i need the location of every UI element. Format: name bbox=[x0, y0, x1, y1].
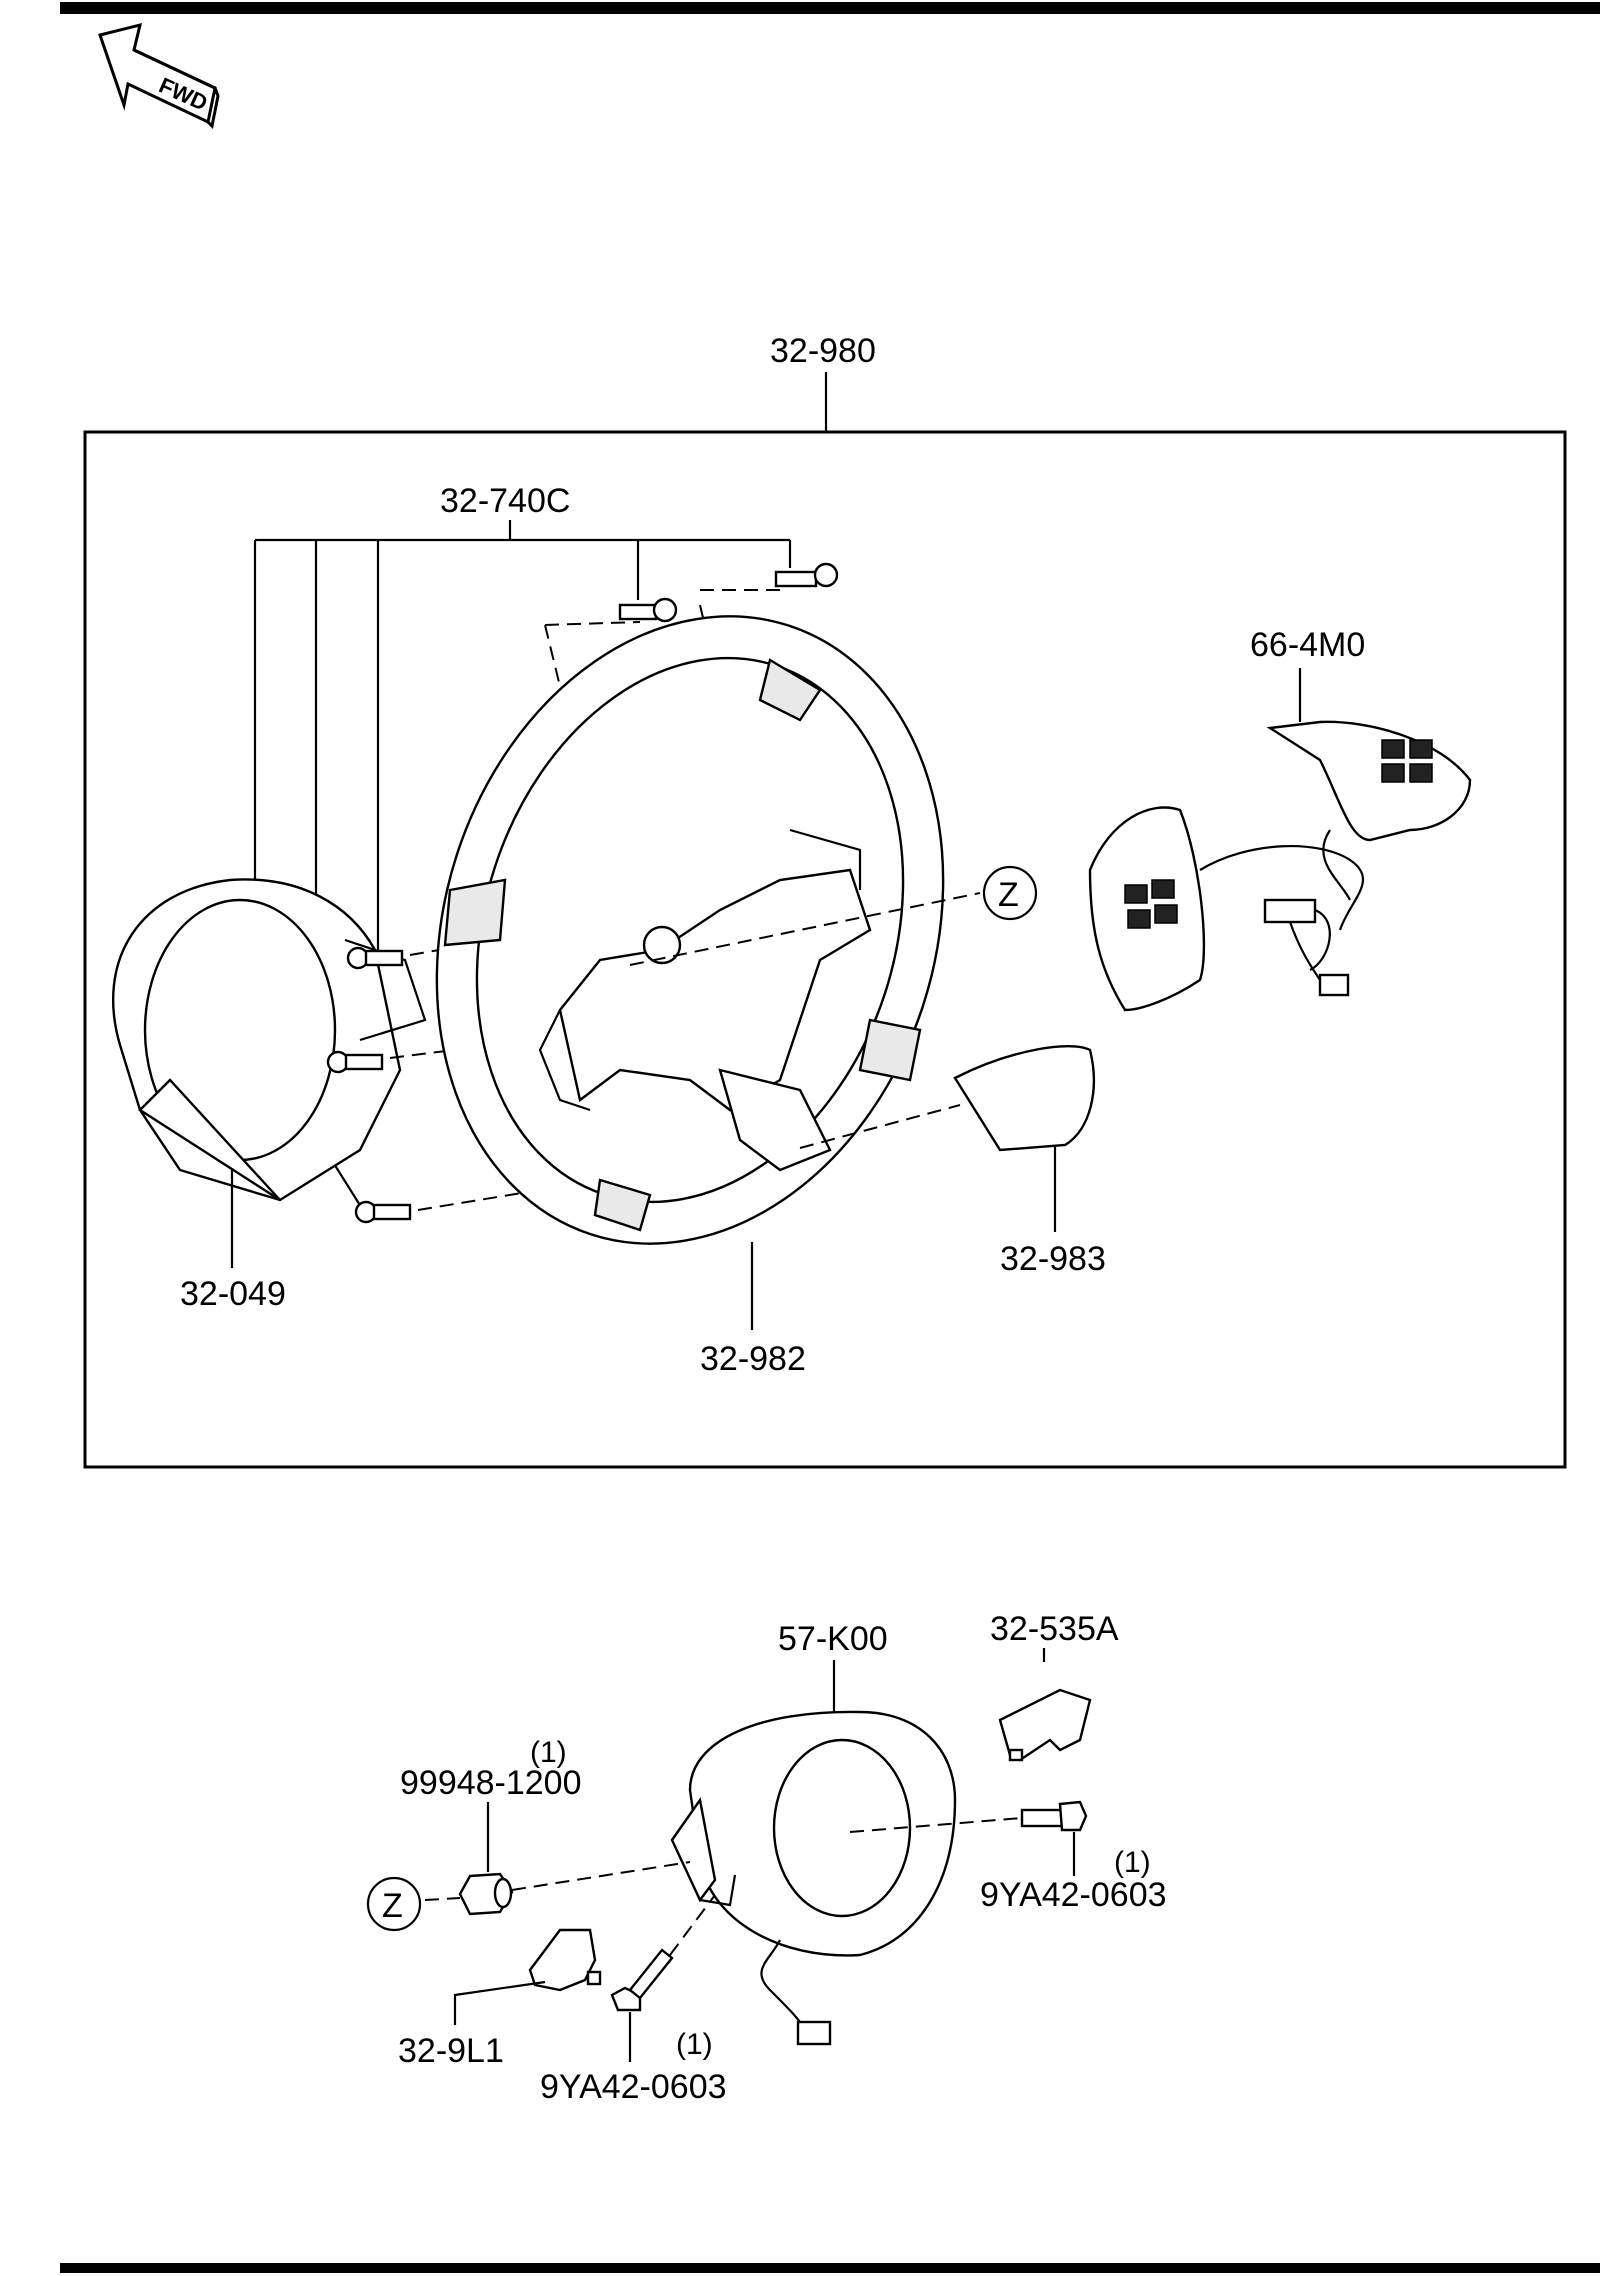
label-nut: 99948-1200 bbox=[400, 1764, 582, 1802]
lower-cover-part bbox=[953, 1045, 1096, 1152]
assembly-box bbox=[83, 430, 1567, 1469]
pad-cover-part bbox=[111, 878, 427, 1202]
svg-text:Z: Z bbox=[998, 876, 1019, 914]
screw-left-2 bbox=[326, 1050, 384, 1074]
screw-top-1 bbox=[618, 597, 678, 623]
fwd-arrow-icon: FWD bbox=[98, 22, 220, 130]
switch-left-part bbox=[1088, 806, 1206, 1012]
label-switch: 66-4M0 bbox=[1250, 626, 1365, 664]
label-nut-qty: (1) bbox=[530, 1736, 567, 1769]
bracket-left-part bbox=[528, 1928, 602, 1992]
bottom-border bbox=[60, 2263, 1600, 2273]
airbag-module-part bbox=[670, 1710, 957, 2046]
bracket-right-part bbox=[998, 1688, 1092, 1762]
label-lower-cover: 32-983 bbox=[1000, 1240, 1106, 1278]
label-bolt-right: 9YA42-0603 bbox=[980, 1876, 1167, 1914]
label-bolt-bottom: 9YA42-0603 bbox=[540, 2068, 727, 2106]
label-airbag: 57-K00 bbox=[778, 1620, 888, 1658]
screw-left-1 bbox=[346, 946, 404, 970]
label-wheel: 32-982 bbox=[700, 1340, 806, 1378]
label-bolt-bottom-qty: (1) bbox=[676, 2028, 713, 2061]
top-border bbox=[60, 2, 1600, 14]
switch-harness bbox=[1199, 829, 1364, 997]
bolt-right-part bbox=[1020, 1800, 1088, 1832]
label-assembly: 32-980 bbox=[770, 332, 876, 370]
switch-right-part bbox=[1266, 720, 1472, 842]
label-screws: 32-740C bbox=[440, 482, 570, 520]
bolt-bottom-part bbox=[610, 1948, 674, 2012]
ref-z-bottom: Z bbox=[366, 1876, 422, 1932]
label-bracket-left: 32-9L1 bbox=[398, 2032, 504, 2070]
ref-z-top: Z bbox=[982, 865, 1038, 921]
screw-left-3 bbox=[354, 1200, 412, 1224]
label-bolt-right-qty: (1) bbox=[1114, 1846, 1151, 1879]
label-bracket-right: 32-535A bbox=[990, 1610, 1119, 1648]
screw-top-2 bbox=[774, 562, 839, 588]
label-pad-cover: 32-049 bbox=[180, 1275, 286, 1313]
svg-text:Z: Z bbox=[382, 1887, 403, 1925]
nut-part bbox=[458, 1872, 514, 1916]
steering-wheel-part bbox=[435, 615, 945, 1245]
